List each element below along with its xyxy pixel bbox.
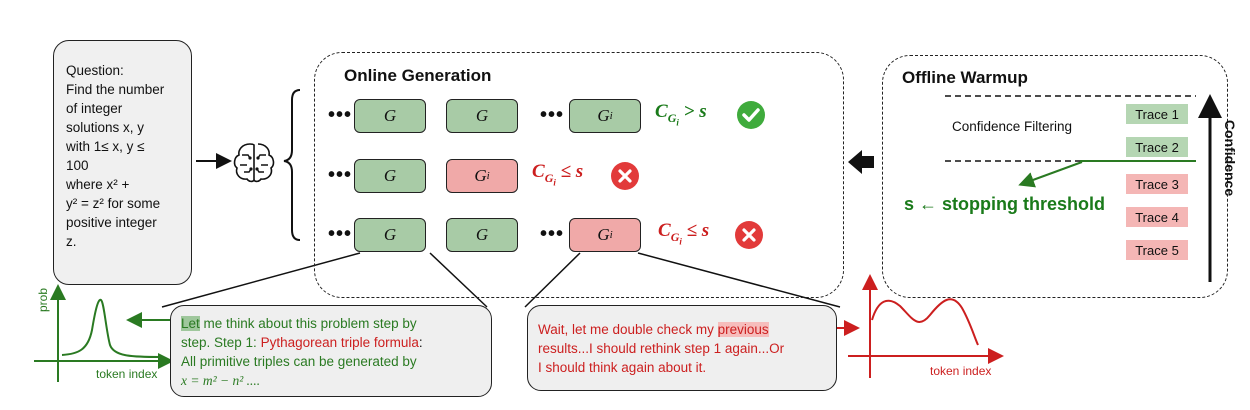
zoom-line xyxy=(429,252,488,308)
confidence-axis-label: Confidence xyxy=(1222,119,1238,197)
zoom-line xyxy=(161,252,361,308)
ellipsis-dots: ••• xyxy=(328,104,353,126)
ellipsis-dots: ••• xyxy=(328,164,353,186)
ellipsis-dots: ••• xyxy=(540,104,565,126)
callout-line: results...I should rethink step 1 again.… xyxy=(538,341,785,356)
brain-circuit-icon xyxy=(233,143,275,183)
row-brace xyxy=(283,89,301,241)
question-line: of integer xyxy=(66,101,123,116)
x-circle-icon xyxy=(611,162,639,190)
question-line: Find the number xyxy=(66,82,165,97)
highlight-previous: previous xyxy=(717,322,769,337)
generation-box: G xyxy=(354,159,426,193)
question-box: Question: Find the number of integer sol… xyxy=(53,40,192,285)
online-generation-title: Online Generation xyxy=(344,66,492,85)
callout-line: All primitive triples can be generated b… xyxy=(181,354,417,369)
confidence-filtering-label: Confidence Filtering xyxy=(952,119,1073,134)
generation-box: G xyxy=(446,99,518,133)
callout-unconfident-trace: Wait, let me double check my previous re… xyxy=(527,305,837,391)
question-line: positive integer xyxy=(66,215,157,230)
question-line: z. xyxy=(66,234,77,249)
offline-warmup-panel xyxy=(882,55,1228,298)
ellipsis-dots: ••• xyxy=(540,223,565,245)
question-line: y² = z² for some xyxy=(66,196,161,211)
generation-box: G xyxy=(446,218,518,252)
threshold-arrow xyxy=(1018,161,1083,188)
callout-line: step. Step 1: Pythagorean triple formula… xyxy=(181,335,423,350)
left-plot-xlabel: token index xyxy=(96,367,158,381)
offline-warmup-title: Offline Warmup xyxy=(902,68,1028,87)
trace-item: Trace 1 xyxy=(1126,104,1188,124)
trace-item: Trace 4 xyxy=(1126,207,1188,227)
trace-item: Trace 3 xyxy=(1126,174,1188,194)
callout-line: Wait, let me double check my previous xyxy=(538,322,769,337)
check-circle-icon xyxy=(737,101,765,129)
callout-line: x = m² − n² .... xyxy=(181,373,261,388)
question-line: 100 xyxy=(66,158,89,173)
zoom-line xyxy=(637,252,841,308)
right-plot-xlabel: token index xyxy=(930,364,992,378)
question-line: solutions x, y xyxy=(66,120,145,135)
confidence-condition: CGi ≤ s xyxy=(658,220,710,247)
right-prob-plot xyxy=(848,274,1004,378)
confidence-condition: CGi ≤ s xyxy=(532,161,584,188)
question-label: Question: xyxy=(66,63,124,78)
zoom-line xyxy=(524,252,581,308)
ellipsis-dots: ••• xyxy=(328,223,353,245)
question-line: where x² + xyxy=(66,177,130,192)
generation-box: G xyxy=(354,99,426,133)
trace-item: Trace 5 xyxy=(1126,240,1188,260)
x-circle-icon xyxy=(735,221,763,249)
left-plot-ylabel: prob xyxy=(36,287,50,312)
warmup-to-online-arrow xyxy=(848,150,874,174)
online-generation-panel xyxy=(314,52,844,298)
left-prob-plot xyxy=(34,284,174,382)
callout-line: I should think again about it. xyxy=(538,360,707,375)
question-line: with 1≤ x, y ≤ xyxy=(66,139,145,154)
confidence-condition: CGi > s xyxy=(655,101,707,128)
generation-box: G xyxy=(354,218,426,252)
trace-item: Trace 2 xyxy=(1126,137,1188,157)
highlight-let: Let xyxy=(181,316,200,331)
stopping-threshold-label: s ← stopping threshold xyxy=(904,194,1105,214)
callout-confident-trace: Let me think about this problem step by … xyxy=(170,305,492,397)
callout-line: Let me think about this problem step by xyxy=(181,316,417,331)
